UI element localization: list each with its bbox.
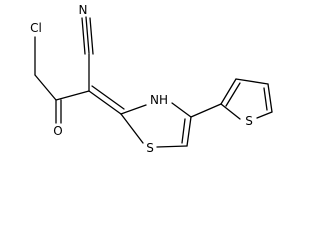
bonds (34, 16, 273, 148)
thiophene-c2-c3-double-b (225, 82, 241, 107)
thiophene-s-c2-bond (220, 103, 241, 120)
thiazole-c4-c5-double-b (181, 118, 186, 144)
nitrile-nitrogen-label: N (79, 3, 88, 17)
alkene-to-carbonyl-bond (55, 90, 90, 101)
thiazole-c5-s-bond (156, 145, 188, 148)
nitrile-triple-bond-b (85, 16, 90, 54)
thiazole-c2-nh-bond (120, 104, 147, 115)
atom-labels: N Cl O NH S S (30, 3, 253, 155)
thiophene-sulfur-label: S (245, 114, 253, 128)
carbonyl-to-ch2-bond (34, 74, 57, 101)
alkene-double-bond-a (88, 90, 122, 115)
alkene-double-bond-b (91, 85, 125, 110)
ring-nh-label: NH (150, 93, 168, 107)
thiazole-to-thiophene-bond (190, 103, 222, 118)
nitrile-triple-bond-c (89, 17, 94, 55)
thiazole-c4-c5-double-a (186, 116, 192, 147)
thiazole-nh-c4-bond (171, 102, 192, 118)
nitrile-triple-bond-a (81, 17, 86, 55)
ketone-oxygen-label: O (53, 124, 62, 138)
thiazole-sulfur-label: S (146, 141, 154, 155)
thiophene-c5-s-bond (256, 111, 273, 119)
thiophene-c4-c5-double-b (263, 87, 268, 111)
molecule-drawing: N Cl O NH S S (30, 3, 273, 155)
thiazole-s-c2-bond (120, 113, 144, 144)
structure-diagram: N Cl O NH S S (30, 3, 273, 155)
thiophene-c2-c3-double-a (220, 78, 237, 105)
chlorine-label: Cl (30, 21, 42, 35)
thiophene-c3-c4-bond (235, 78, 269, 85)
thiophene-c4-c5-double-a (267, 83, 273, 113)
